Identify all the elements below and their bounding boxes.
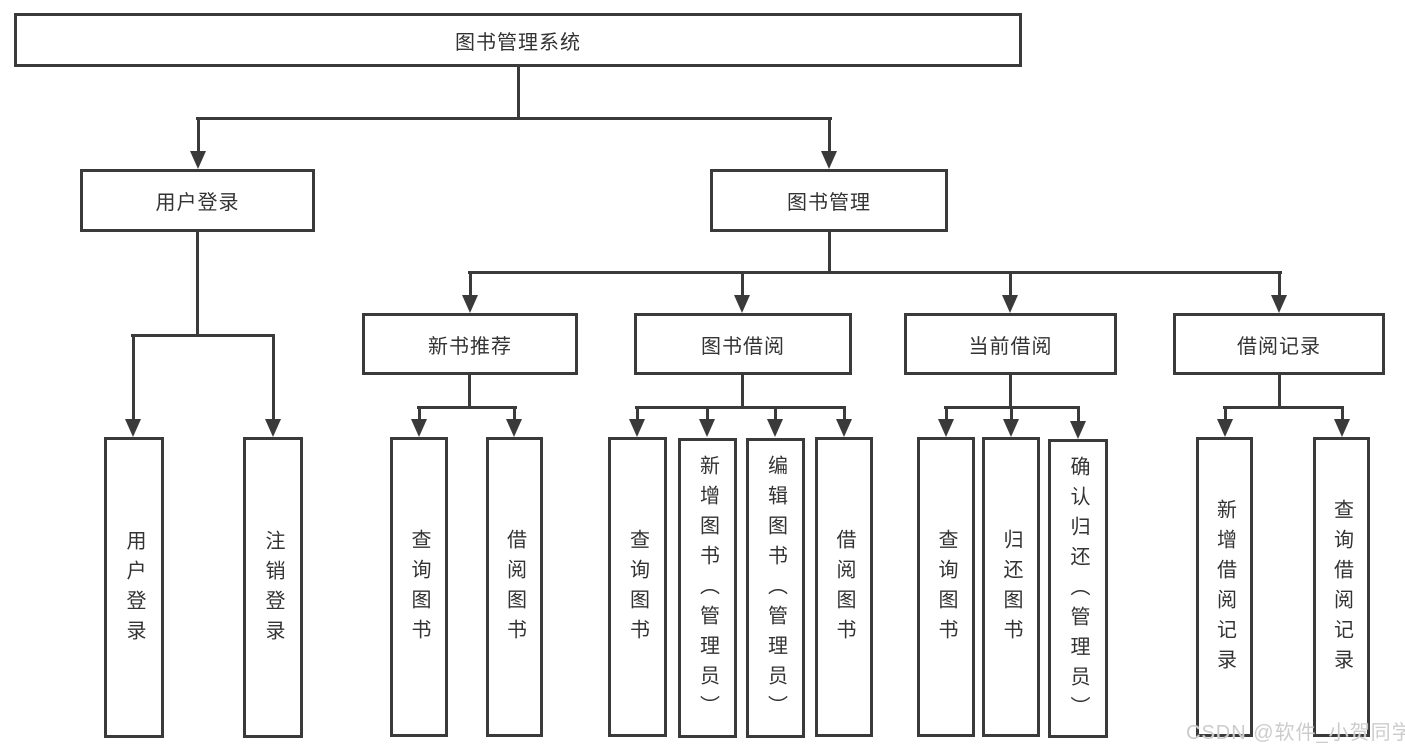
node-book-management: 图书管理	[710, 169, 948, 232]
arrowhead	[1334, 419, 1350, 437]
connector-line	[468, 375, 471, 409]
node-library-management-system: 图书管理系统	[14, 13, 1022, 67]
connector-line	[417, 406, 517, 409]
leaf-borrow-books-recommend: 借阅图书	[486, 437, 543, 737]
csdn-watermark: CSDN @软件_小贺同学	[1186, 722, 1405, 744]
node-borrowing-records: 借阅记录	[1173, 313, 1385, 375]
arrowhead	[767, 419, 783, 437]
arrowhead	[1002, 295, 1018, 313]
connector-line	[843, 406, 846, 422]
connector-line	[418, 406, 421, 422]
arrowhead	[1070, 421, 1086, 439]
leaf-return-books: 归还图书	[982, 437, 1040, 737]
connector-line	[636, 406, 639, 422]
connector-line	[774, 406, 777, 422]
connector-line	[741, 271, 744, 299]
arrowhead	[462, 295, 478, 313]
node-user-login: 用户登录	[80, 169, 315, 232]
leaf-edit-books-admin: 编辑图书（管理员）	[746, 438, 805, 738]
arrowhead	[699, 419, 715, 437]
connector-line	[1009, 271, 1012, 299]
arrowhead	[821, 151, 837, 169]
arrowhead	[629, 419, 645, 437]
leaf-logout: 注销登录	[243, 437, 303, 738]
connector-line	[197, 117, 200, 153]
connector-line	[1010, 406, 1013, 422]
connector-line	[635, 406, 846, 409]
leaf-borrow-books: 借阅图书	[815, 437, 873, 737]
arrowhead	[506, 419, 522, 437]
connector-line	[1077, 406, 1080, 422]
arrowhead	[125, 419, 141, 437]
arrowhead	[265, 419, 281, 437]
leaf-add-borrow-record: 新增借阅记录	[1196, 437, 1253, 737]
connector-line	[468, 271, 1282, 274]
node-book-borrowing: 图书借阅	[634, 313, 852, 375]
connector-line	[828, 232, 831, 274]
leaf-query-books-recommend: 查询图书	[390, 437, 448, 737]
leaf-user-login: 用户登录	[104, 437, 164, 738]
connector-line	[828, 117, 831, 153]
arrowhead	[190, 151, 206, 169]
node-new-book-recommendation: 新书推荐	[362, 313, 578, 375]
connector-line	[132, 334, 135, 421]
connector-line	[1009, 375, 1012, 409]
connector-line	[945, 406, 948, 422]
connector-line	[1341, 406, 1344, 422]
connector-line	[706, 406, 709, 422]
node-current-borrowing: 当前借阅	[904, 313, 1117, 375]
leaf-add-books-admin: 新增图书（管理员）	[678, 438, 737, 738]
connector-line	[196, 117, 832, 120]
arrowhead	[1003, 419, 1019, 437]
arrowhead	[1271, 295, 1287, 313]
leaf-confirm-return-admin: 确认归还（管理员）	[1048, 439, 1108, 738]
leaf-query-borrow-record: 查询借阅记录	[1313, 437, 1370, 737]
arrowhead	[836, 419, 852, 437]
connector-line	[196, 232, 199, 336]
connector-line	[1278, 375, 1281, 409]
connector-line	[131, 334, 275, 337]
connector-line	[1278, 271, 1281, 299]
connector-line	[469, 271, 472, 299]
connector-line	[1224, 406, 1227, 422]
leaf-query-books-borrowing: 查询图书	[608, 437, 667, 737]
arrowhead	[734, 295, 750, 313]
connector-line	[517, 67, 520, 119]
leaf-query-books-current: 查询图书	[917, 437, 975, 737]
connector-line	[1223, 406, 1344, 409]
arrowhead	[938, 419, 954, 437]
connector-line	[741, 375, 744, 409]
connector-line	[513, 406, 516, 422]
arrowhead	[1217, 419, 1233, 437]
arrowhead	[411, 419, 427, 437]
connector-line	[272, 334, 275, 421]
